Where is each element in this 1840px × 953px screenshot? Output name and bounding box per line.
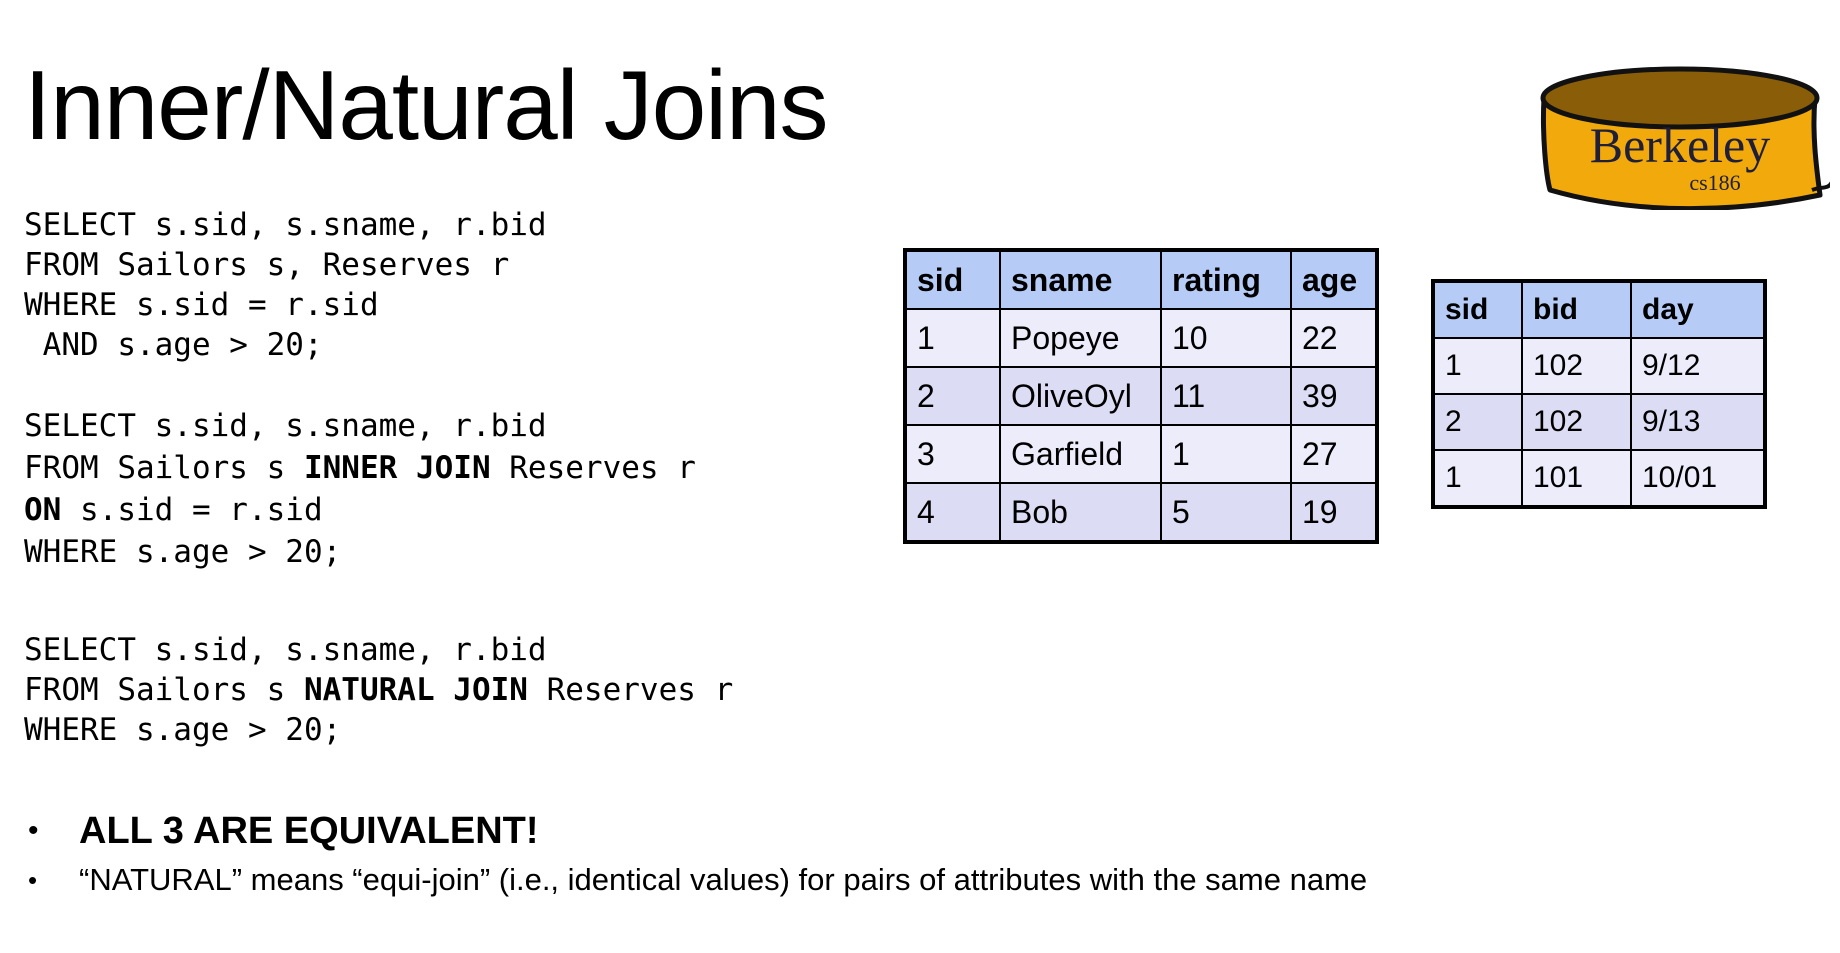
sql-keyword: INNER JOIN xyxy=(303,450,491,486)
table-cell: 27 xyxy=(1290,424,1378,484)
code-segment: s.sid = r.sid xyxy=(61,492,323,528)
column-header: sid xyxy=(904,249,1001,310)
table-cell: 39 xyxy=(1290,366,1378,426)
bullet-text: “NATURAL” means “equi-join” (i.e., ident… xyxy=(79,862,1368,897)
slide-title: Inner/Natural Joins xyxy=(24,50,829,160)
logo-bucket-top xyxy=(1540,66,1820,130)
code-segment: WHERE s.age > 20; xyxy=(24,534,342,570)
code-line: FROM Sailors s INNER JOIN Reserves r xyxy=(24,447,696,489)
code-line: WHERE s.age > 20; xyxy=(24,710,733,750)
bullet-marker: • xyxy=(28,814,39,847)
code-line: AND s.age > 20; xyxy=(24,325,547,365)
table-row: 3 Garfield 1 27 xyxy=(904,424,1378,484)
reserves-table: sid bid day 1 102 9/12 2 102 9/13 1 101 … xyxy=(1431,279,1767,509)
table-row: 1 Popeye 10 22 xyxy=(904,308,1378,368)
logo-wordmark: Berkeley xyxy=(1590,117,1770,173)
table-cell: 1 xyxy=(1160,424,1292,484)
bullet-item: • “NATURAL” means “equi-join” (i.e., ide… xyxy=(24,857,1367,903)
code-line: FROM Sailors s, Reserves r xyxy=(24,245,547,285)
sailors-table: sid sname rating age 1 Popeye 10 22 2 Ol… xyxy=(903,248,1379,544)
bullet-item: • ALL 3 ARE EQUIVALENT! xyxy=(24,805,1367,857)
logo-course-code: cs186 xyxy=(1689,170,1740,195)
sql-keyword: NATURAL JOIN xyxy=(303,672,528,708)
column-header: age xyxy=(1290,249,1378,310)
code-line: ON s.sid = r.sid xyxy=(24,489,696,531)
table-cell: 22 xyxy=(1290,308,1378,368)
table-cell: Popeye xyxy=(999,308,1162,368)
table-cell: OliveOyl xyxy=(999,366,1162,426)
table-cell: 9/13 xyxy=(1630,393,1766,451)
column-header: bid xyxy=(1521,280,1632,339)
table-cell: 10/01 xyxy=(1630,449,1766,508)
table-cell: 2 xyxy=(1432,393,1523,451)
column-header: sid xyxy=(1432,280,1523,339)
table-cell: 5 xyxy=(1160,482,1292,543)
table-cell: 1 xyxy=(1432,449,1523,508)
table-row: 1 102 9/12 xyxy=(1432,337,1766,395)
code-segment: WHERE s.sid = r.sid xyxy=(24,287,379,323)
table-cell: 10 xyxy=(1160,308,1292,368)
table-row: 2 OliveOyl 11 39 xyxy=(904,366,1378,426)
table-cell: 4 xyxy=(904,482,1001,543)
bullet-marker: • xyxy=(28,865,38,895)
table-cell: 19 xyxy=(1290,482,1378,543)
code-segment: SELECT s.sid, s.sname, r.bid xyxy=(24,632,547,668)
code-segment: SELECT s.sid, s.sname, r.bid xyxy=(24,408,547,444)
code-segment: WHERE s.age > 20; xyxy=(24,712,342,748)
table-cell: Garfield xyxy=(999,424,1162,484)
table-row: 2 102 9/13 xyxy=(1432,393,1766,451)
table-cell: 3 xyxy=(904,424,1001,484)
sql-keyword: ON xyxy=(24,492,62,528)
code-segment: Reserves r xyxy=(490,450,696,486)
table-cell: 9/12 xyxy=(1630,337,1766,395)
code-segment: FROM Sailors s, Reserves r xyxy=(24,247,510,283)
column-header: day xyxy=(1630,280,1766,339)
code-line: SELECT s.sid, s.sname, r.bid xyxy=(24,630,733,670)
table-cell: 101 xyxy=(1521,449,1632,508)
table-cell: 11 xyxy=(1160,366,1292,426)
table-cell: Bob xyxy=(999,482,1162,543)
table-cell: 1 xyxy=(904,308,1001,368)
table-cell: 2 xyxy=(904,366,1001,426)
code-segment: SELECT s.sid, s.sname, r.bid xyxy=(24,207,547,243)
table-row: 4 Bob 5 19 xyxy=(904,482,1378,543)
berkeley-cs186-logo: Berkeley cs186 xyxy=(1540,66,1830,210)
code-line: SELECT s.sid, s.sname, r.bid xyxy=(24,405,696,447)
code-segment: Reserves r xyxy=(527,672,734,708)
table-header-row: sid sname rating age xyxy=(904,249,1378,310)
table-header-row: sid bid day xyxy=(1432,280,1766,339)
code-line: WHERE s.sid = r.sid xyxy=(24,285,547,325)
code-line: SELECT s.sid, s.sname, r.bid xyxy=(24,205,547,245)
table-cell: 102 xyxy=(1521,337,1632,395)
table-cell: 1 xyxy=(1432,337,1523,395)
code-segment: FROM Sailors s xyxy=(24,672,304,708)
table-cell: 102 xyxy=(1521,393,1632,451)
takeaway-bullets: • ALL 3 ARE EQUIVALENT! • “NATURAL” mean… xyxy=(24,805,1367,903)
code-line: FROM Sailors s NATURAL JOIN Reserves r xyxy=(24,670,733,710)
column-header: rating xyxy=(1160,249,1292,310)
column-header: sname xyxy=(999,249,1162,310)
bullet-text: ALL 3 ARE EQUIVALENT! xyxy=(79,810,539,852)
code-segment: AND s.age > 20; xyxy=(24,327,323,363)
code-segment: FROM Sailors s xyxy=(24,450,304,486)
table-row: 1 101 10/01 xyxy=(1432,449,1766,508)
code-line: WHERE s.age > 20; xyxy=(24,531,696,573)
